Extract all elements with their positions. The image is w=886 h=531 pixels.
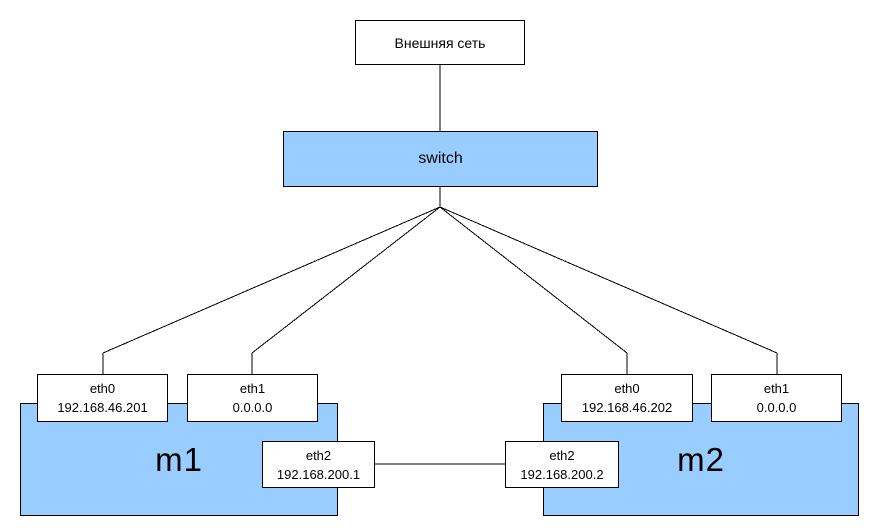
external-network-node: Внешняя сеть	[355, 20, 525, 65]
interface-ip: 192.168.200.2	[520, 466, 604, 482]
switch-node: switch	[283, 131, 598, 187]
switch-label: switch	[418, 150, 463, 167]
interface-m1-eth0: eth0 192.168.46.201	[37, 374, 168, 422]
interface-ip: 0.0.0.0	[756, 400, 797, 415]
interface-m2-eth2: eth2 192.168.200.2	[505, 441, 619, 488]
interface-ip: 192.168.46.201	[57, 400, 148, 415]
machine-m2-label: m2	[677, 440, 725, 478]
link-switch-m2-eth1	[439, 206, 778, 354]
interface-name: eth0	[89, 381, 116, 396]
link-switch-m2-eth0	[439, 206, 628, 354]
interface-name: eth0	[614, 381, 640, 396]
interface-m1-eth2: eth2 192.168.200.1	[262, 441, 375, 488]
external-network-label: Внешняя сеть	[394, 34, 486, 51]
interface-ip: 192.168.200.1	[276, 466, 361, 482]
interface-name: eth2	[549, 447, 575, 463]
interface-name: eth2	[305, 447, 332, 463]
machine-m1-label: m1	[155, 440, 203, 478]
interface-name: eth1	[239, 381, 266, 396]
interface-m2-eth1: eth1 0.0.0.0	[711, 374, 842, 422]
link-switch-m1-eth1	[251, 206, 441, 354]
interface-m2-eth0: eth0 192.168.46.202	[561, 374, 693, 422]
interface-ip: 0.0.0.0	[232, 400, 273, 415]
interface-ip: 192.168.46.202	[581, 400, 673, 415]
interface-name: eth1	[763, 381, 790, 396]
link-switch-m1-eth0	[102, 206, 441, 354]
interface-m1-eth1: eth1 0.0.0.0	[187, 374, 318, 422]
